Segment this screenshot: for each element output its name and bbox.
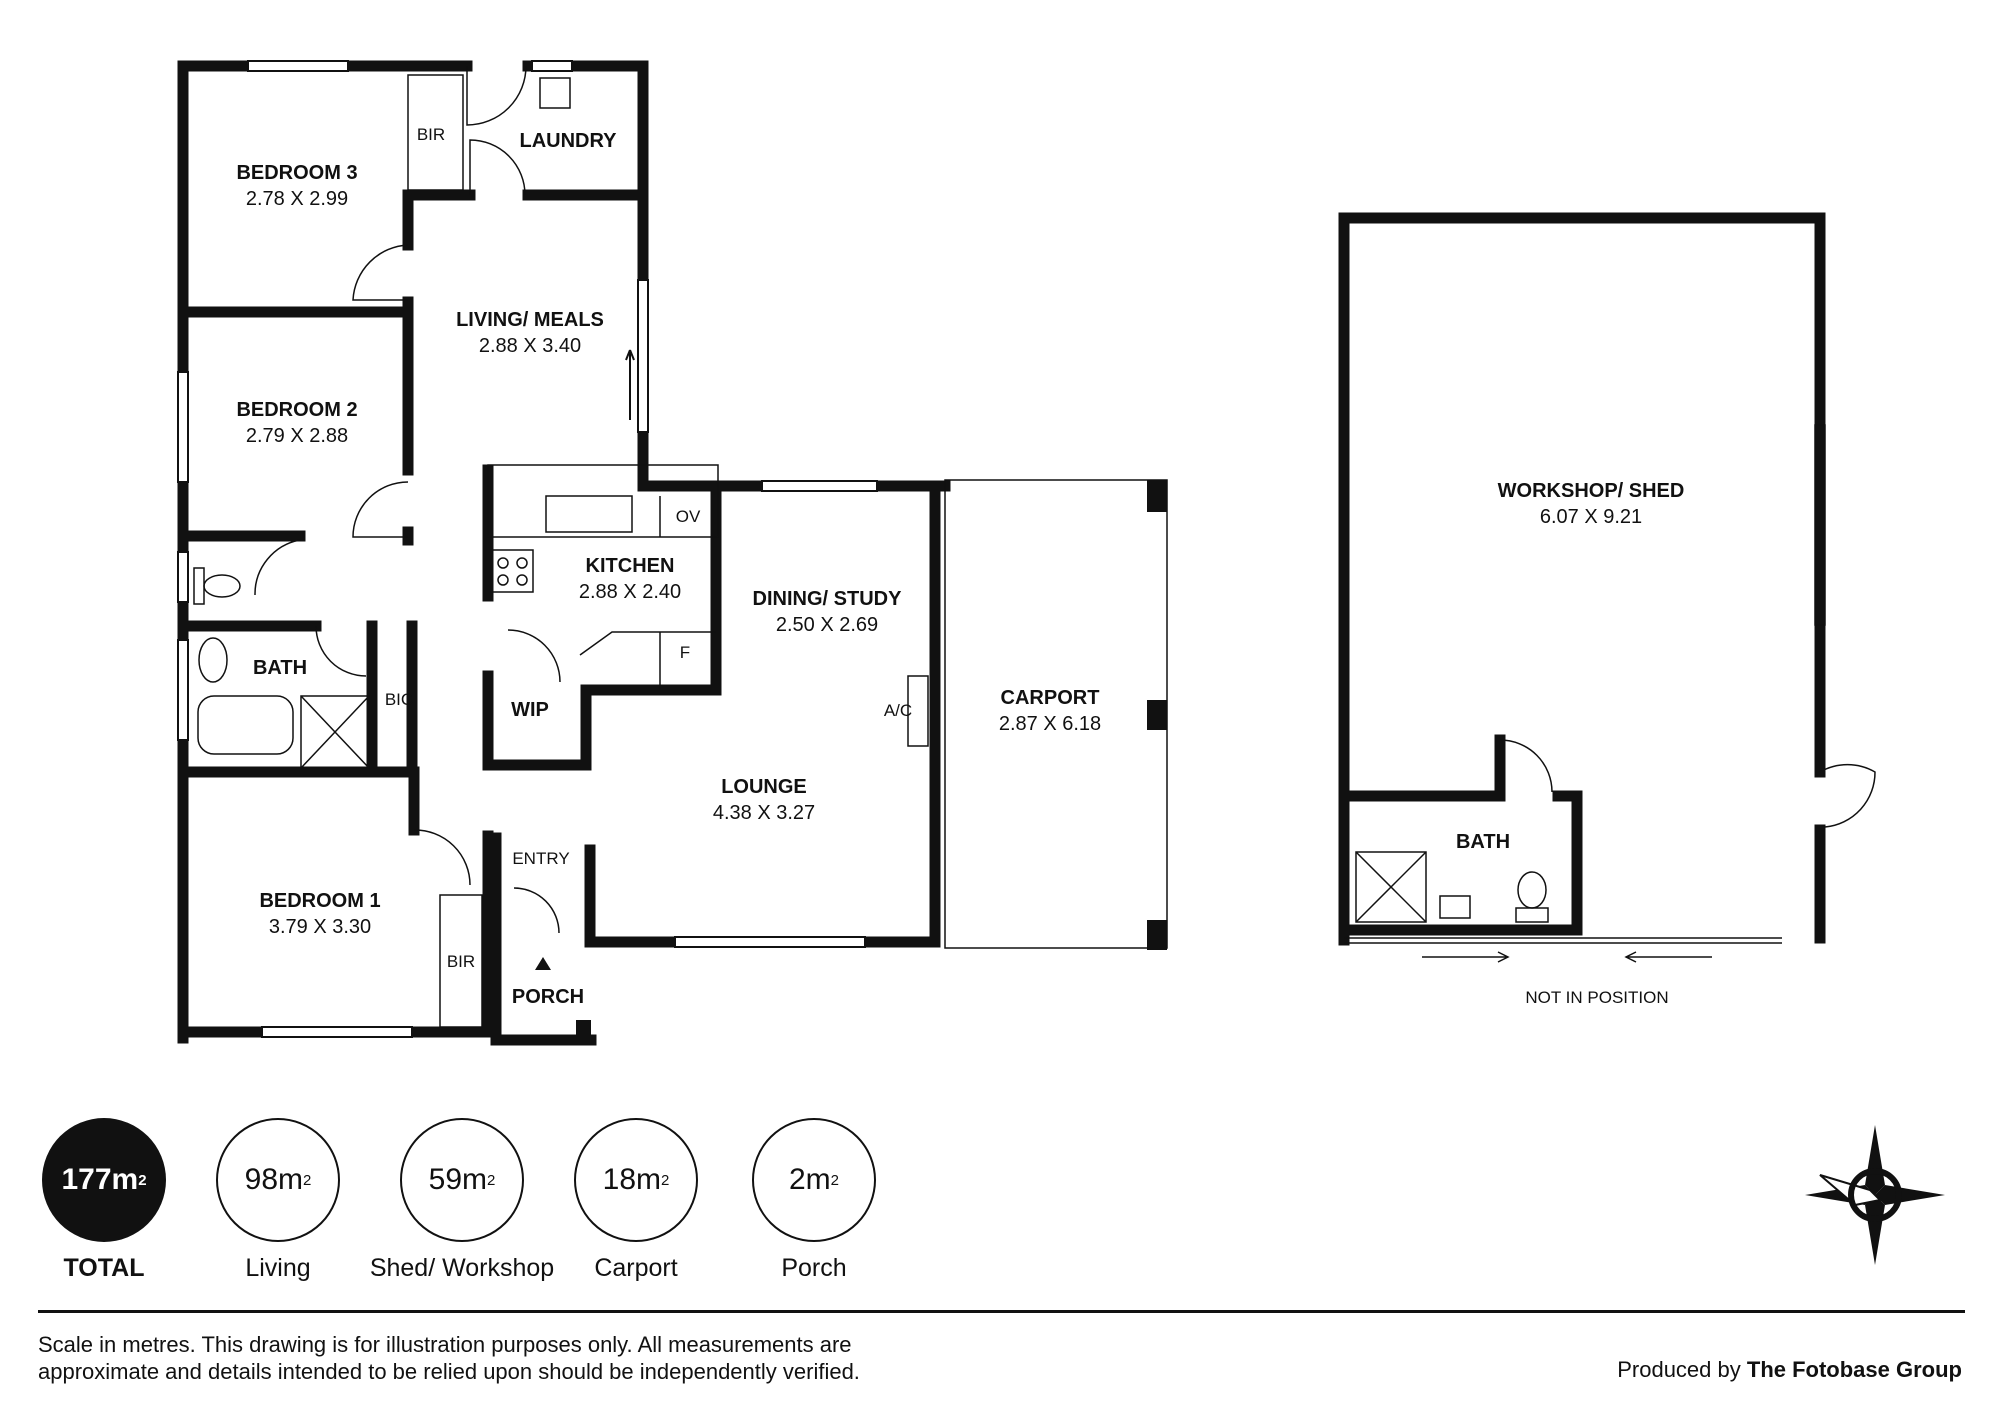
- kitchen-fixtures: [487, 77, 929, 747]
- sliding-door-arrow: [625, 349, 635, 420]
- floor-plan: BEDROOM 3 2.78 X 2.99 BEDROOM 2 2.79 X 2…: [177, 60, 1945, 1265]
- windows: [177, 60, 878, 1038]
- bir-bottom-label: BIR: [447, 952, 475, 971]
- built-ins: [407, 74, 483, 1028]
- bedroom1-dims: 3.79 X 3.30: [269, 916, 371, 938]
- kitchen-name: KITCHEN: [586, 555, 675, 577]
- stat-carport-value: 18m: [602, 1163, 661, 1196]
- producer-credit: Produced by The Fotobase Group: [1617, 1357, 1962, 1383]
- kitchen-dims: 2.88 X 2.40: [579, 581, 681, 603]
- compass-icon: [1805, 1125, 1945, 1265]
- bedroom2-dims: 2.79 X 2.88: [246, 425, 348, 447]
- producer-name: The Fotobase Group: [1746, 1357, 1962, 1382]
- bedroom2-name: BEDROOM 2: [236, 399, 357, 421]
- living-meals-dims: 2.88 X 3.40: [479, 335, 581, 357]
- dining-study-name: DINING/ STUDY: [753, 588, 903, 610]
- bedroom1-name: BEDROOM 1: [259, 890, 380, 912]
- stat-shed-unit: 2: [487, 1171, 496, 1189]
- not-in-position-label: NOT IN POSITION: [1525, 988, 1668, 1007]
- stat-porch-unit: 2: [830, 1171, 840, 1189]
- bath-fixtures: [193, 567, 370, 769]
- bedroom3-name: BEDROOM 3: [236, 162, 357, 184]
- stat-porch-value: 2m: [788, 1163, 831, 1196]
- disclaimer-text: Scale in metres. This drawing is for ill…: [38, 1332, 860, 1384]
- dining-study-dims: 2.50 X 2.69: [776, 614, 878, 636]
- producer-prefix: Produced by: [1617, 1357, 1741, 1382]
- carport-dims: 2.87 X 6.18: [999, 713, 1101, 735]
- laundry-name: LAUNDRY: [519, 130, 617, 152]
- stat-total-label: TOTAL: [63, 1254, 145, 1282]
- bic-label: BIC: [385, 690, 413, 709]
- footer-divider: [38, 1310, 1965, 1313]
- lounge-name: LOUNGE: [721, 776, 807, 798]
- stat-total-value: 177m: [61, 1163, 139, 1196]
- stat-living-value: 98m: [244, 1163, 303, 1196]
- stat-total-unit: 2: [138, 1171, 147, 1189]
- shed-fixtures: [1344, 424, 1876, 963]
- carport-name: CARPORT: [1001, 687, 1100, 709]
- entry-name: ENTRY: [512, 849, 569, 868]
- aircon-label: A/C: [884, 701, 912, 720]
- stat-living-label: Living: [245, 1254, 311, 1282]
- stat-porch-label: Porch: [781, 1254, 847, 1282]
- entry-arrow: [535, 957, 551, 970]
- doors: [254, 65, 561, 934]
- oven-label: OV: [676, 507, 701, 526]
- shed-bath-name: BATH: [1456, 831, 1510, 853]
- bir-top-label: BIR: [417, 125, 445, 144]
- carport-posts: [576, 480, 1167, 1040]
- wip-name: WIP: [511, 699, 549, 721]
- porch-name: PORCH: [512, 986, 584, 1008]
- lounge-dims: 4.38 X 3.27: [713, 802, 815, 824]
- stat-carport-unit: 2: [661, 1171, 670, 1189]
- fridge-label: F: [680, 643, 690, 662]
- bedroom3-dims: 2.78 X 2.99: [246, 188, 348, 210]
- shed-walls: [1338, 212, 1826, 946]
- stat-shed-value: 59m: [428, 1163, 487, 1196]
- house-walls: [177, 60, 951, 1046]
- workshop-dims: 6.07 X 9.21: [1540, 506, 1642, 528]
- stat-carport-label: Carport: [594, 1254, 678, 1282]
- living-meals-name: LIVING/ MEALS: [456, 309, 604, 331]
- workshop-name: WORKSHOP/ SHED: [1498, 480, 1685, 502]
- bath-name: BATH: [253, 657, 307, 679]
- stat-shed-label: Shed/ Workshop: [369, 1254, 555, 1282]
- stat-living-unit: 2: [303, 1171, 312, 1189]
